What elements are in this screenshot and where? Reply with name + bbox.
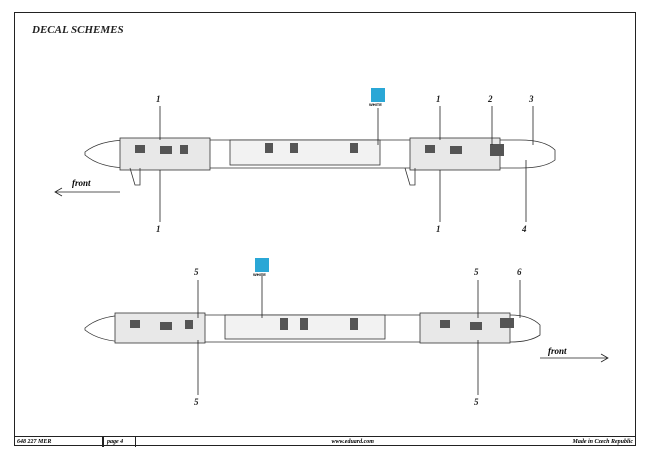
callout-1: 1 xyxy=(156,94,161,104)
callout-5: 5 xyxy=(474,267,479,277)
front-direction-label: front xyxy=(548,346,567,356)
color-chip-label: WHITE xyxy=(253,272,266,277)
callout-1: 1 xyxy=(436,94,441,104)
ship-top-view xyxy=(84,137,556,186)
page-frame xyxy=(14,12,636,446)
callout-4: 4 xyxy=(522,224,527,234)
footer-page: page 4 xyxy=(104,437,136,447)
callout-6: 6 xyxy=(517,267,522,277)
callout-5: 5 xyxy=(194,267,199,277)
footer-code: 648 227 MER xyxy=(14,437,104,447)
callout-2: 2 xyxy=(488,94,493,104)
footer-origin: Made in Czech Republic xyxy=(572,439,633,445)
color-chip xyxy=(371,88,385,102)
callout-3: 3 xyxy=(529,94,534,104)
ship-bottom-view xyxy=(84,312,541,344)
footer-website: www.eduard.com xyxy=(331,439,374,445)
callout-1: 1 xyxy=(436,224,441,234)
color-chip-label: WHITE xyxy=(369,102,382,107)
callout-1: 1 xyxy=(156,224,161,234)
front-direction-label: front xyxy=(72,178,91,188)
callout-5: 5 xyxy=(194,397,199,407)
color-chip xyxy=(255,258,269,272)
callout-5: 5 xyxy=(474,397,479,407)
footer: 648 227 MER page 4 www.eduard.com Made i… xyxy=(14,436,636,447)
page-title: DECAL SCHEMES xyxy=(32,24,124,36)
leader-lines xyxy=(54,106,609,395)
